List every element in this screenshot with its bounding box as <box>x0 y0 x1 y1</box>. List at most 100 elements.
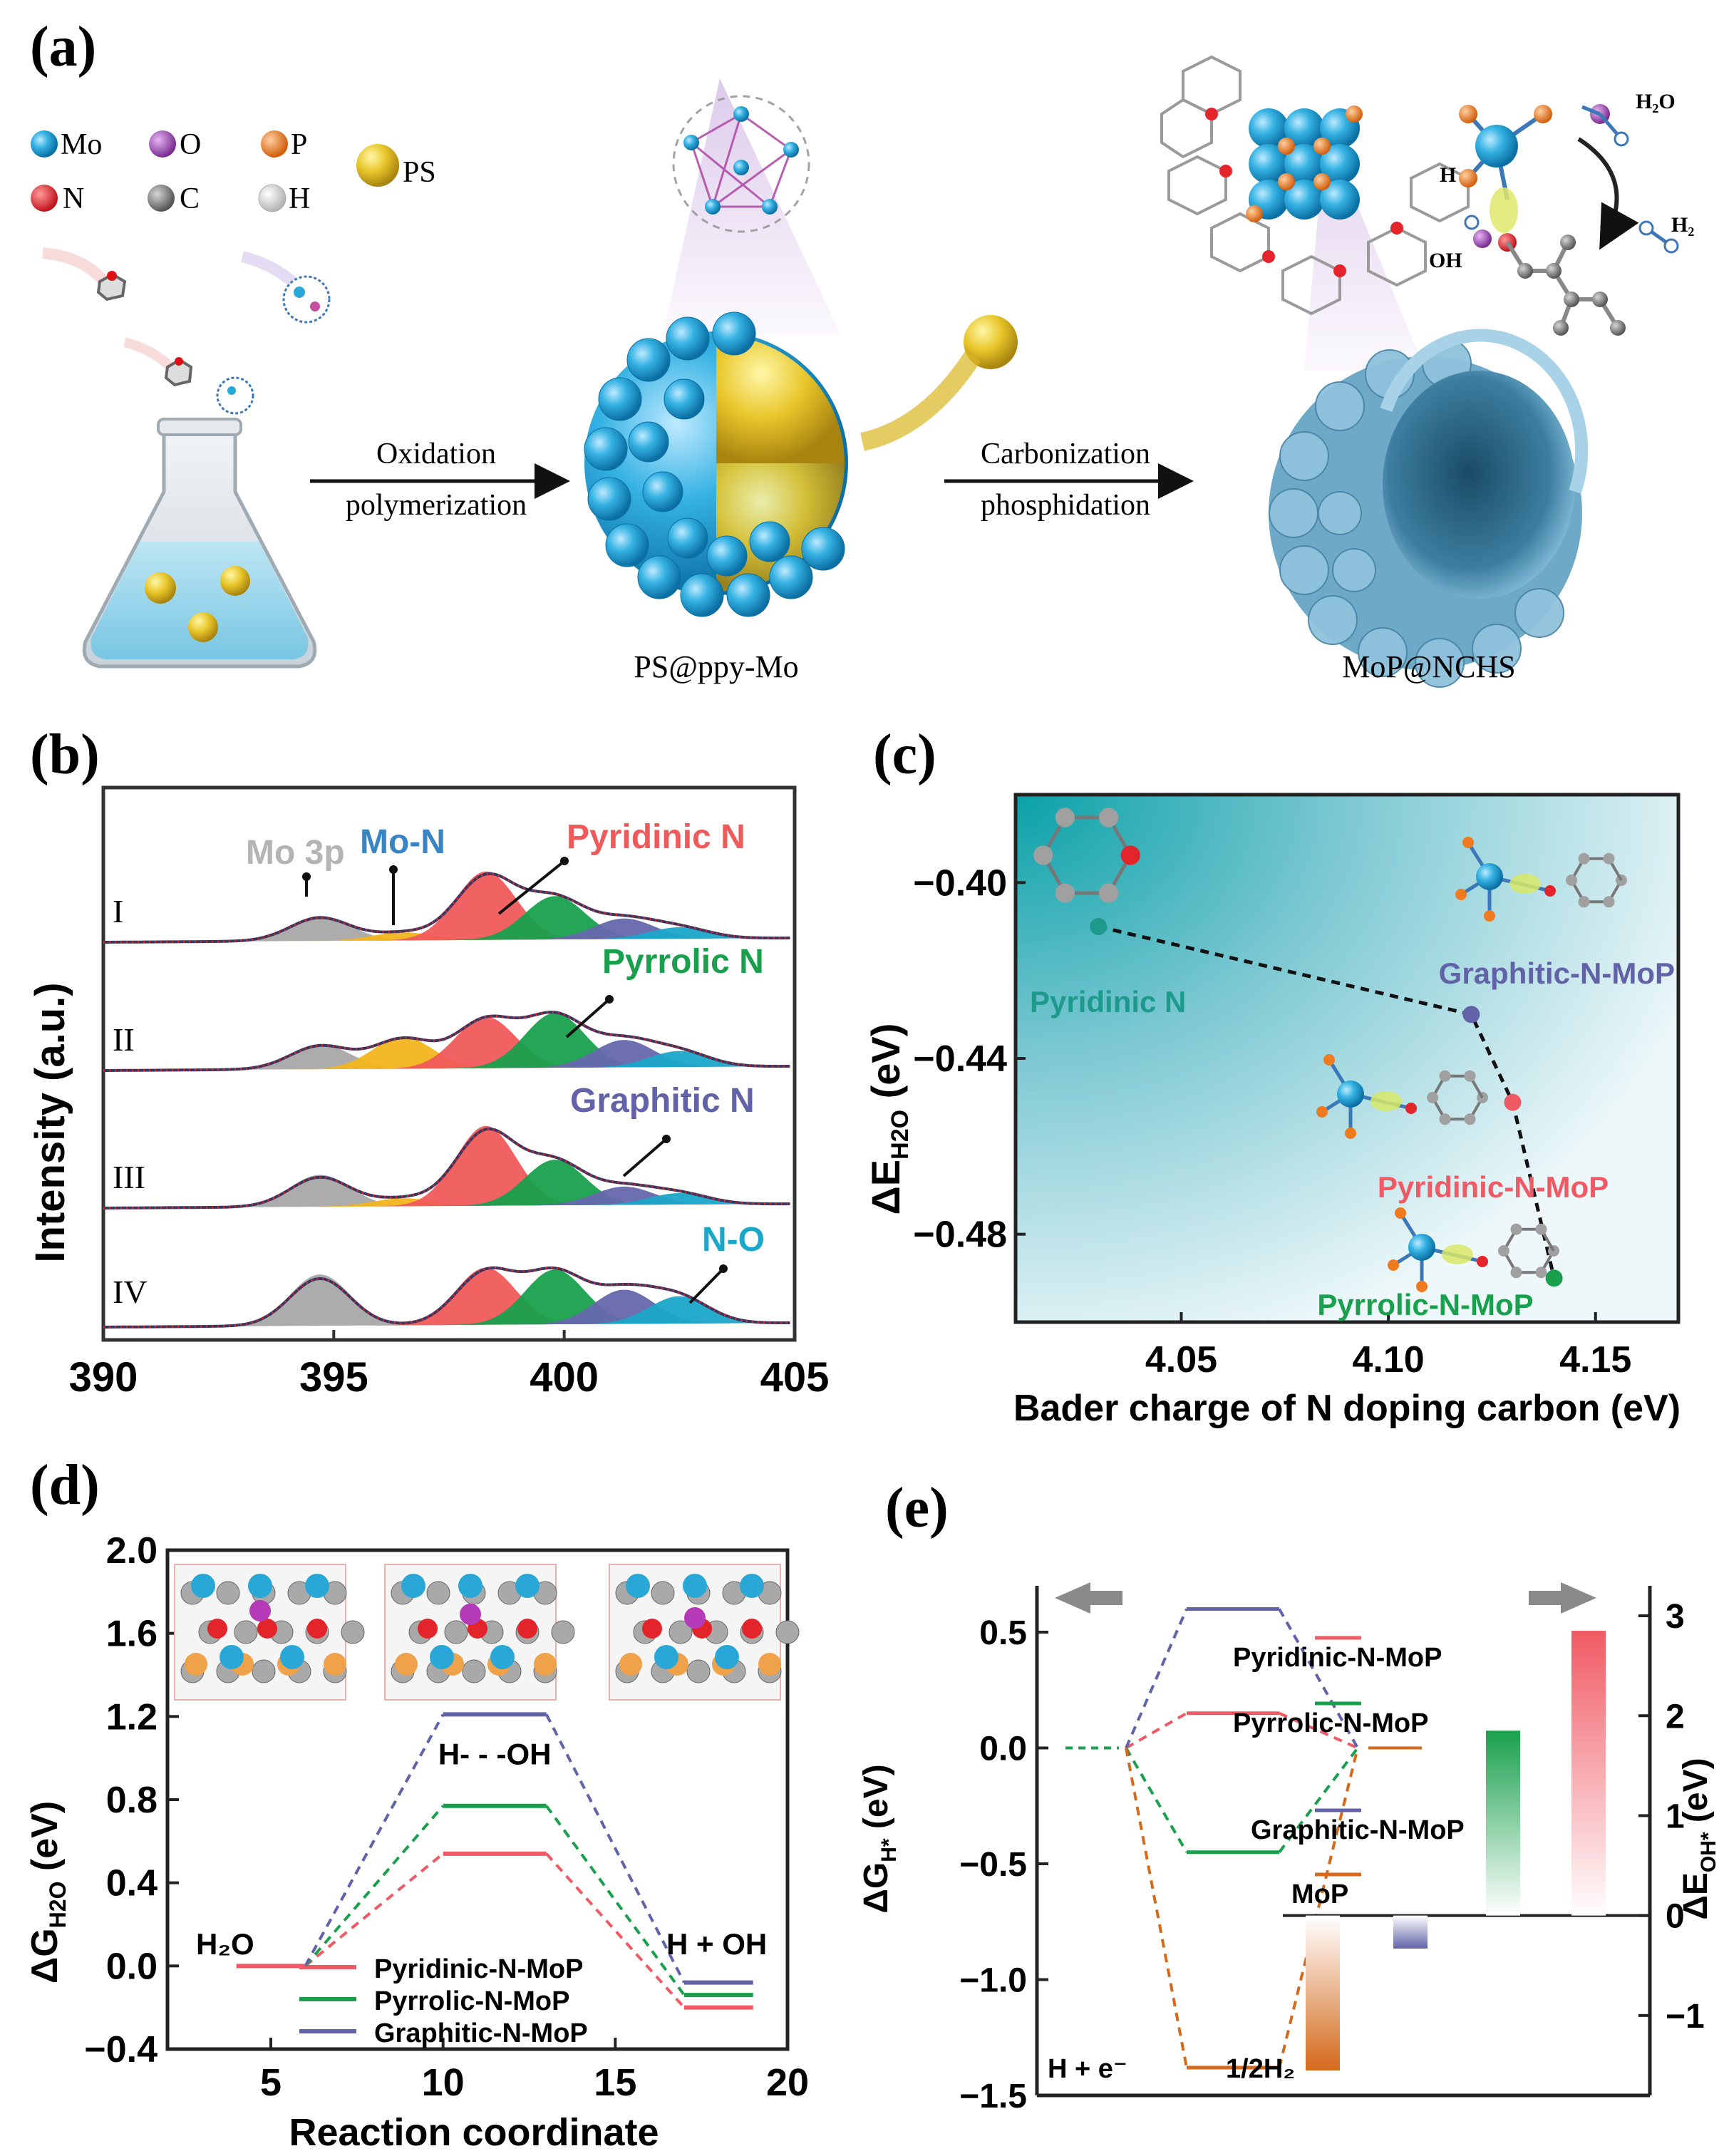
b-arrow-tip <box>662 1135 671 1143</box>
c-point-label: Graphitic-N-MoP <box>1439 956 1675 990</box>
d-n-atom <box>517 1619 537 1639</box>
c-p-atom <box>1455 889 1467 900</box>
legend-p: P <box>291 128 307 161</box>
d-connector <box>545 1852 686 2009</box>
e-bar-pyridinic-n-mop <box>1571 1631 1606 1916</box>
d-n-atom <box>642 1619 662 1639</box>
e-ytick-left-label: 0.0 <box>979 1731 1027 1768</box>
d-state-label-initial: H₂O <box>196 1927 254 1961</box>
c-p-atom <box>1323 1054 1335 1066</box>
c-atom <box>1055 883 1075 903</box>
c-xtick-label: 4.15 <box>1559 1339 1631 1381</box>
c-point-pyridinic-n-mop <box>1504 1093 1522 1111</box>
c-ytick-label: −0.40 <box>913 862 1007 904</box>
step2-line1: Carbonization <box>981 438 1150 470</box>
step1-line2: polymerization <box>346 489 527 522</box>
c-atom <box>1099 883 1119 903</box>
n-atom-icon <box>31 185 58 212</box>
c-atom <box>1439 1070 1451 1082</box>
b-arrow-tip <box>719 1264 728 1273</box>
e-connector <box>1125 1747 1188 1853</box>
product1-label: PS@ppy-Mo <box>634 649 798 684</box>
panel-b-tag: (b) <box>30 723 100 786</box>
d-ytick-label: 1.2 <box>106 1696 158 1738</box>
mop-nanocluster-icon <box>1246 105 1363 222</box>
c-atom <box>1464 1070 1476 1082</box>
c-atom <box>1535 1267 1547 1279</box>
panel-d-tag: (d) <box>30 1454 100 1517</box>
b-xtick-label: 390 <box>69 1354 138 1401</box>
b-peak-pyridinic-n <box>366 1125 606 1207</box>
b-peak-n-o <box>559 1193 800 1206</box>
c-charge-density <box>1370 1091 1402 1111</box>
panel-a: (a) Mo O P PS N C H <box>0 0 1719 706</box>
d-c-atom <box>668 1620 693 1644</box>
pyrrolic-mop-icon <box>1388 1207 1559 1292</box>
h2o-label: H₂O <box>1636 90 1676 113</box>
b-ylabel: Intensity (a.u.) <box>27 982 73 1262</box>
d-c-atom <box>341 1620 365 1644</box>
e-legend-label: MoP <box>1291 1879 1348 1909</box>
c-p-atom <box>1345 1128 1356 1139</box>
b-peak-pyrrolic-n <box>435 1160 675 1207</box>
d-c-atom <box>234 1620 258 1644</box>
b-annotation-arrow <box>565 998 611 1038</box>
b-peak-pyrrolic-n <box>435 896 675 941</box>
b-spectrum-label: I <box>113 893 123 929</box>
c-point-label: Pyridinic-N-MoP <box>1378 1170 1609 1204</box>
b-xtick-label: 395 <box>299 1354 368 1401</box>
d-mo-atom <box>683 1574 707 1598</box>
c-p-atom <box>1395 1207 1406 1219</box>
d-n-atom <box>257 1619 277 1639</box>
e-right-axis-arrow-icon <box>1529 1582 1596 1614</box>
c-ytick-label: −0.44 <box>913 1038 1007 1080</box>
d-legend-label: Graphitic-N-MoP <box>374 2018 588 2048</box>
panel-a-tag: (a) <box>30 16 96 78</box>
ps-sphere-icon <box>356 144 399 187</box>
precursor-molecules-icon <box>42 247 331 415</box>
d-xtick-label: 15 <box>594 2061 636 2104</box>
c-n-atom <box>1477 1256 1488 1267</box>
d-mo-atom <box>220 1645 244 1669</box>
legend-mo: Mo <box>61 128 102 161</box>
b-arrow-tip <box>560 857 569 865</box>
e-ytick-left-label: −1.0 <box>959 1962 1027 2000</box>
e-legend-label: Pyrrolic-N-MoP <box>1233 1708 1428 1738</box>
c-atom <box>1566 875 1577 886</box>
c-atom-icon <box>148 185 175 212</box>
c-mo-atom <box>1408 1234 1435 1261</box>
e-ytick-left-label: −0.5 <box>959 1846 1027 1884</box>
c-atom <box>1498 1245 1509 1257</box>
e-ytick-right-label: 2 <box>1666 1698 1685 1735</box>
mo-atom-icon <box>31 130 58 158</box>
d-c-atom <box>551 1620 575 1644</box>
d-structure-inset <box>609 1564 800 1701</box>
b-peak-label: Pyrrolic N <box>602 943 764 981</box>
c-point-graphitic-n-mop <box>1462 1006 1480 1023</box>
legend-ps: PS <box>403 156 436 189</box>
c-ylabel: ΔEH2O (eV) <box>863 1023 914 1215</box>
c-atom <box>1120 845 1140 865</box>
c-atom <box>1099 808 1119 827</box>
d-p-atom <box>324 1653 346 1676</box>
c-point-pyridinic-n <box>1090 918 1108 935</box>
d-c-atom <box>444 1620 468 1644</box>
d-o-atom <box>249 1600 271 1621</box>
b-annotation-arrow <box>497 860 566 915</box>
b-plot-frame <box>101 785 797 1342</box>
c-atom <box>1055 808 1075 827</box>
b-raw-data <box>103 1128 790 1209</box>
c-xlabel: Bader charge of N doping carbon (eV) <box>1013 1388 1681 1429</box>
graphitic-mop-icon <box>1455 837 1627 922</box>
d-c-atom <box>462 1659 486 1683</box>
d-mo-atom <box>515 1574 540 1598</box>
d-xtick-label: 5 <box>260 2061 282 2104</box>
c-mo-atom <box>1337 1080 1364 1108</box>
b-peak-pyrrolic-n <box>435 1013 675 1069</box>
b-peak-label: Mo 3p <box>246 834 345 872</box>
c-xtick-label: 4.10 <box>1353 1339 1425 1381</box>
